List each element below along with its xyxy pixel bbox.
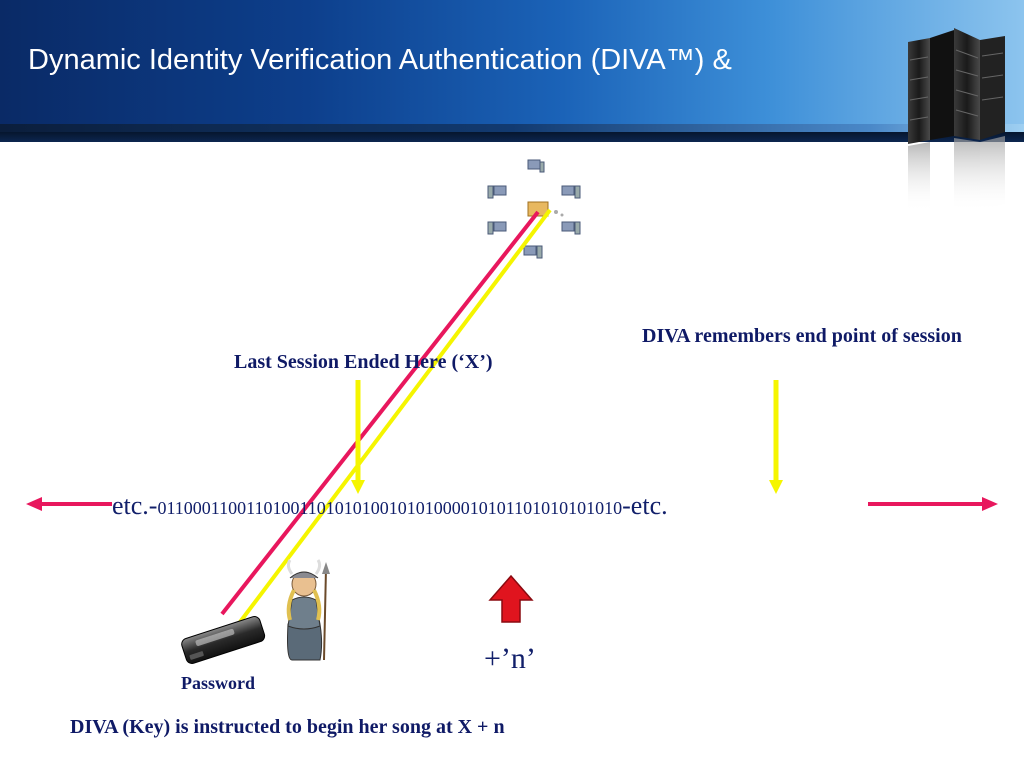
- header-stripe-dark: [0, 132, 1024, 142]
- left-continuation-arrow: [26, 497, 112, 511]
- yellow-signal-line: [238, 208, 552, 624]
- bit-sequence: etc.-01100011001101001101010100101010000…: [112, 491, 668, 521]
- sequence-bits: 0110001100110100110101010010101000010101…: [157, 498, 623, 518]
- diva-remembers-label: DIVA remembers end point of session: [642, 325, 962, 347]
- end-point-arrow: [769, 380, 783, 494]
- usb-key-icon: [181, 616, 266, 664]
- sequence-prefix: etc.-: [112, 491, 158, 520]
- password-label: Password: [181, 673, 256, 693]
- slide-title: Dynamic Identity Verification Authentica…: [28, 44, 732, 76]
- sequence-suffix: -etc.: [622, 491, 668, 520]
- header-banner: Dynamic Identity Verification Authentica…: [0, 0, 1024, 148]
- right-continuation-arrow: [868, 497, 998, 511]
- server-rack-icon: [908, 28, 1005, 212]
- header-stripe: [0, 124, 1024, 132]
- last-session-arrow: [351, 380, 365, 494]
- network-computers-icon: [487, 159, 581, 259]
- diva-key-label: DIVA (Key) is instructed to begin her so…: [70, 716, 505, 738]
- pink-signal-line: [220, 210, 540, 616]
- diva-figure-icon: [286, 559, 330, 661]
- header-background: [0, 0, 1024, 124]
- header-stripe-white: [0, 142, 1024, 148]
- red-up-arrow-icon: [488, 574, 534, 623]
- last-session-label: Last Session Ended Here (‘X’): [234, 351, 493, 373]
- increment-label: +’n’: [484, 642, 536, 675]
